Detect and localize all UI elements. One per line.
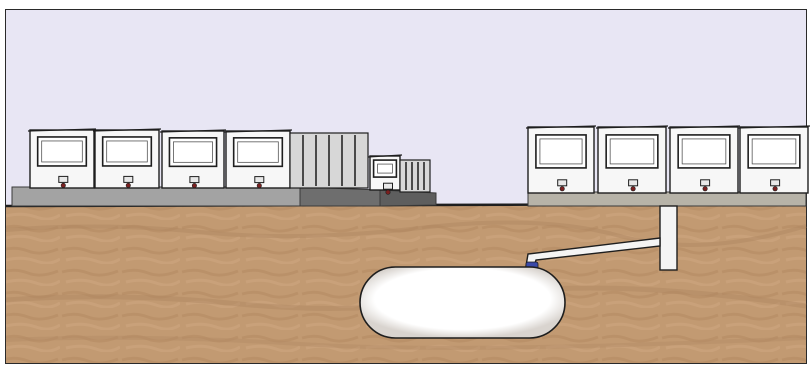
valve-icon [59, 176, 68, 182]
left-module-fins [290, 133, 368, 188]
left-slab-side [300, 187, 380, 206]
valve-icon [558, 180, 567, 186]
left-module [224, 130, 292, 188]
underground-tank [360, 267, 565, 338]
valve-icon [771, 180, 780, 186]
left-slab [12, 187, 300, 206]
right-module [668, 126, 740, 193]
valve-icon [629, 180, 638, 186]
left-module [160, 130, 226, 188]
valve-icon [701, 180, 710, 186]
right-slab [528, 192, 806, 206]
left-module-far [368, 155, 402, 194]
module-panel [748, 135, 800, 168]
valve-icon [384, 183, 393, 189]
valve-icon [124, 176, 133, 182]
right-module [596, 126, 668, 193]
left-module-far-fins [400, 160, 430, 192]
valve-icon [255, 177, 264, 183]
riser-post [660, 206, 677, 270]
module-panel [678, 135, 730, 168]
module-panel [606, 135, 658, 168]
left-module [28, 129, 96, 188]
valve-icon [190, 177, 199, 183]
module-panel [374, 160, 397, 177]
right-module [526, 126, 596, 193]
left-module [93, 129, 161, 188]
right-module [738, 126, 810, 193]
module-panel [536, 135, 586, 168]
